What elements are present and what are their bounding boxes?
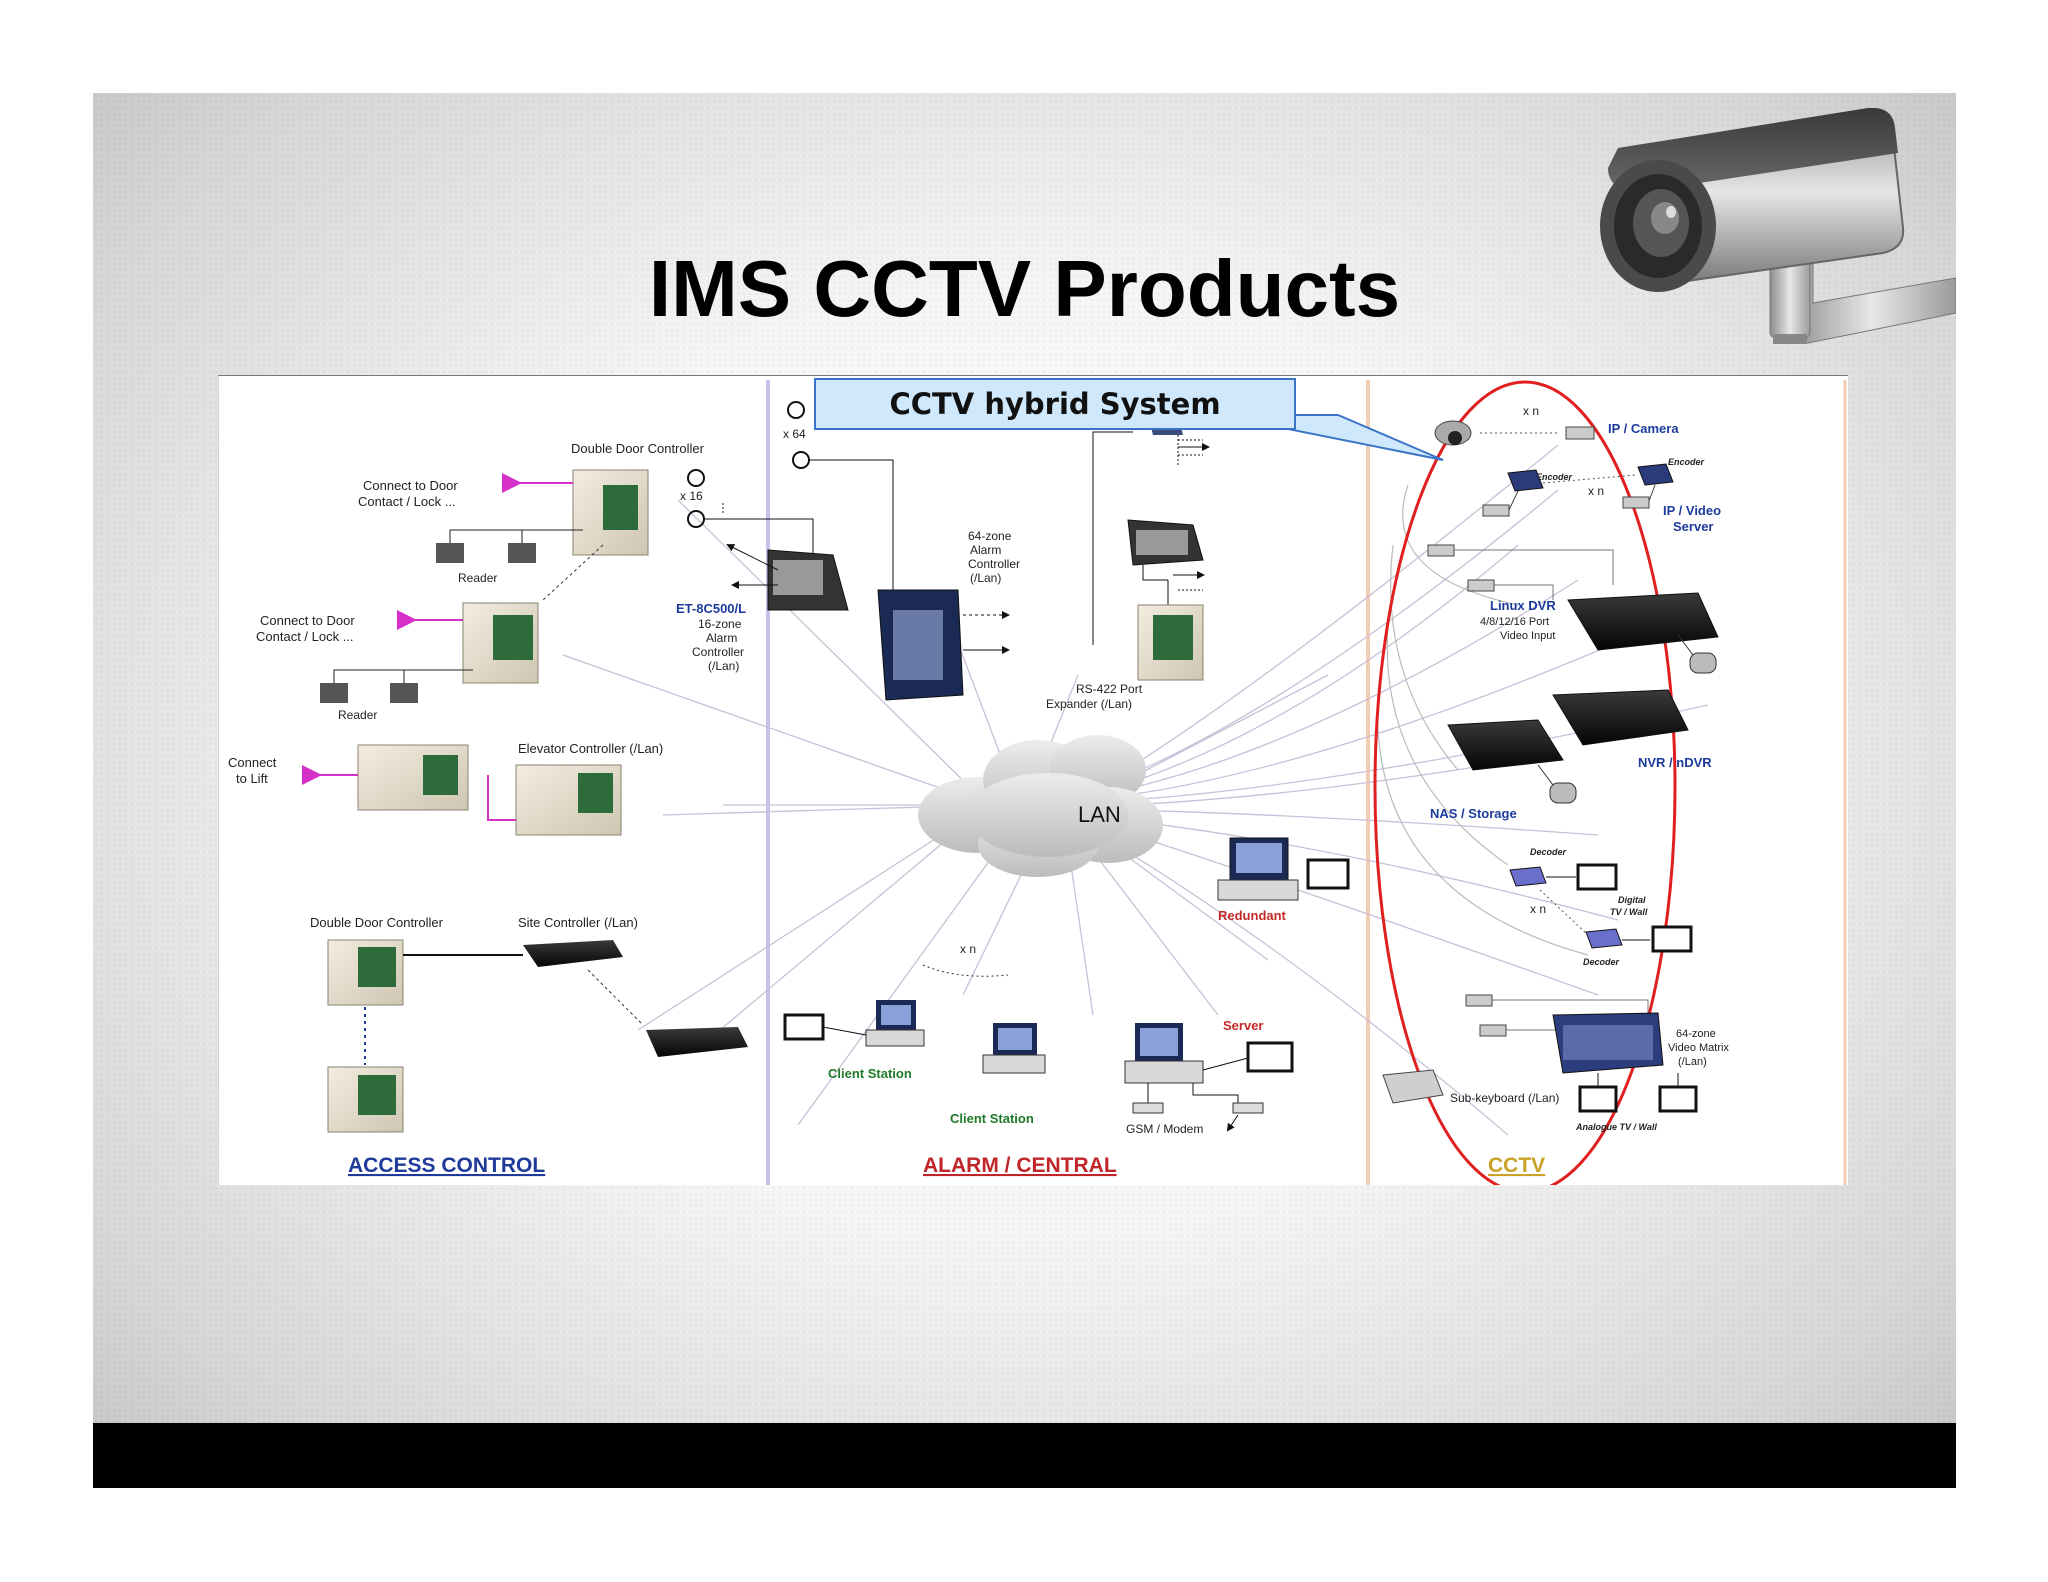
alarm-central-section: x 64 x 16 ET-8C500/L 16-zone Alarm Contr…	[676, 401, 1350, 1177]
label-ip-video-1: IP / Video	[1663, 503, 1721, 518]
label-matrix-3: (/Lan)	[1678, 1056, 1707, 1068]
label-video-input: Video Input	[1500, 630, 1555, 642]
label-double-door-controller-bottom: Double Door Controller	[310, 915, 444, 930]
label-et-model: ET-8C500/L	[676, 601, 746, 616]
label-matrix-1: 64-zone	[1676, 1028, 1716, 1040]
label-x16: x 16	[680, 489, 703, 503]
security-camera-icon	[1600, 108, 1956, 344]
label-xn-top: x n	[1523, 404, 1539, 418]
label-connect-lift-b: to Lift	[236, 771, 268, 786]
section-title-access-control: ACCESS CONTROL	[348, 1154, 545, 1177]
label-x64: x 64	[783, 427, 806, 441]
lan-links	[562, 444, 1709, 1136]
label-xn-alarm: x n	[960, 942, 976, 956]
label-matrix-2: Video Matrix	[1668, 1042, 1729, 1054]
label-reader-2: Reader	[338, 708, 377, 722]
label-decoder-1: Decoder	[1530, 847, 1567, 857]
label-connect-door-2b: Contact / Lock ...	[256, 629, 354, 644]
label-client-station-1: Client Station	[828, 1066, 912, 1081]
label-et-desc-1: 16-zone	[698, 617, 742, 631]
label-xn-low: x n	[1530, 902, 1546, 916]
label-gsm-modem: GSM / Modem	[1126, 1122, 1203, 1136]
label-double-door-controller-top: Double Door Controller	[571, 441, 705, 456]
label-decoder-2: Decoder	[1583, 957, 1620, 967]
label-encoder-1: Encoder	[1536, 472, 1573, 482]
label-connect-lift-a: Connect	[228, 755, 277, 770]
label-zone64-4: (/Lan)	[970, 571, 1001, 585]
label-connect-door-1a: Connect to Door	[363, 478, 458, 493]
label-sub-keyboard: Sub-keyboard (/Lan)	[1450, 1091, 1559, 1105]
label-et-desc-4: (/Lan)	[708, 659, 739, 673]
label-server: Server	[1223, 1018, 1263, 1033]
section-title-cctv: CCTV	[1488, 1154, 1545, 1177]
label-zone64-3: Controller	[968, 557, 1020, 571]
label-nas-storage: NAS / Storage	[1430, 806, 1517, 821]
label-encoder-2: Encoder	[1668, 457, 1705, 467]
label-elevator-controller: Elevator Controller (/Lan)	[518, 741, 663, 756]
label-et-desc-2: Alarm	[706, 631, 737, 645]
label-connect-door-2a: Connect to Door	[260, 613, 355, 628]
label-reader-1: Reader	[458, 571, 497, 585]
diagram-canvas: LAN Double Door Controller Connect to Do…	[217, 374, 1848, 1194]
label-ip-camera: IP / Camera	[1608, 421, 1679, 436]
label-site-controller: Site Controller (/Lan)	[518, 915, 638, 930]
label-client-station-2: Client Station	[950, 1111, 1034, 1126]
label-et-desc-3: Controller	[692, 645, 744, 659]
label-nvr: NVR / nDVR	[1638, 755, 1712, 770]
access-control-section: Double Door Controller Connect to Door C…	[228, 441, 748, 1177]
network-diagram: LAN Double Door Controller Connect to Do…	[217, 374, 1848, 1194]
label-connect-door-1b: Contact / Lock ...	[358, 494, 456, 509]
label-digital-tv-2: TV / Wall	[1610, 907, 1648, 917]
label-rs422-1: RS-422 Port	[1076, 682, 1143, 696]
label-xn-mid: x n	[1588, 484, 1604, 498]
cctv-hybrid-callout: CCTV hybrid System	[814, 378, 1296, 430]
footer-bar	[93, 1423, 1956, 1488]
label-zone64-2: Alarm	[970, 543, 1001, 557]
label-zone64-1: 64-zone	[968, 529, 1012, 543]
label-analogue-tv: Analogue TV / Wall	[1575, 1122, 1657, 1132]
slide-title: IMS CCTV Products	[648, 244, 1401, 333]
label-redundant: Redundant	[1218, 908, 1287, 923]
label-dvr-ports: 4/8/12/16 Port	[1480, 616, 1549, 628]
label-rs422-2: Expander (/Lan)	[1046, 697, 1132, 711]
label-linux-dvr: Linux DVR	[1490, 598, 1556, 613]
lan-label: LAN	[1078, 802, 1121, 827]
section-title-alarm-central: ALARM / CENTRAL	[923, 1154, 1117, 1177]
lan-cloud-icon	[918, 735, 1163, 877]
cctv-section: x n IP / Camera Encoder Encoder x n IP /…	[1373, 380, 1729, 1194]
label-ip-video-2: Server	[1673, 519, 1713, 534]
label-digital-tv-1: Digital	[1618, 895, 1646, 905]
